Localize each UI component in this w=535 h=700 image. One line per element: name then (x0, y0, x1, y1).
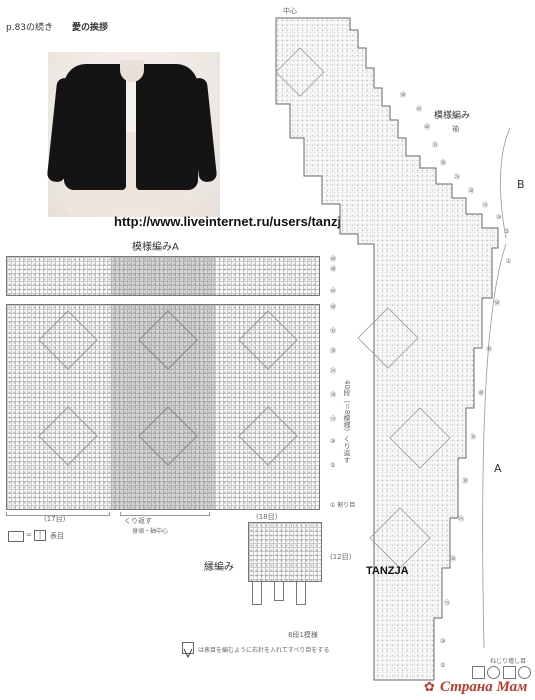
scallop-tab (274, 582, 284, 601)
brand-name: Страна Мам (440, 679, 528, 695)
twist-increase-note: ねじり増し目 (490, 658, 527, 665)
jacket-neckline (120, 60, 144, 82)
right-stepped-chart (275, 17, 510, 681)
repeat-side-note: 40段（＝8模様）くり返す (343, 380, 351, 464)
edge-chart-stitches (249, 523, 321, 581)
right-chart-title: 模様編み (434, 111, 471, 121)
row-marker: ㉕ (454, 174, 461, 181)
chart-a-repeat-count: (17目) (44, 515, 66, 523)
row-marker: ㊿ (494, 300, 501, 307)
chart-a-center-note: 身頃・袖中心 (132, 528, 169, 535)
legend-box (472, 666, 485, 679)
chart-a-repeat-note: くり返す (124, 517, 152, 525)
legend-box (503, 666, 516, 679)
row-marker: ⑩ (440, 638, 446, 645)
edge-chart-height: (12目) (330, 553, 352, 561)
legend-equals: = (26, 531, 32, 539)
twist-increase-icon (518, 666, 531, 679)
jacket-right-panel (136, 64, 198, 190)
section-label-b: B (517, 178, 525, 191)
row-marker: ㊽ (330, 266, 337, 273)
chart-a-top-band (6, 256, 320, 296)
chart-a-title: 模様編みA (132, 242, 179, 253)
chart-a-bracket (6, 512, 110, 516)
twist-increase-legend (472, 666, 531, 679)
legend-knit-symbol: | (34, 530, 46, 541)
chart-a-top-stitches (7, 257, 319, 295)
scallop-tab (296, 582, 306, 605)
page-reference: p.83の続き (6, 23, 54, 33)
row-marker: ⑩ (330, 438, 336, 445)
legend-empty-box (8, 531, 24, 542)
row-marker: ㊵ (478, 390, 485, 397)
row-marker: ㉚ (330, 348, 337, 355)
chart-a-main-grid (6, 304, 320, 510)
pattern-title: 愛の挨拶 (72, 23, 109, 33)
row-marker: ㉟ (432, 142, 439, 149)
garment-photo (46, 52, 220, 217)
right-chart-center-label: 中心 (283, 7, 297, 15)
row-marker: ⑳ (330, 392, 337, 399)
row-marker: ㊺ (416, 106, 423, 113)
source-url[interactable]: http://www.liveinternet.ru/users/tanzja/ (114, 214, 352, 229)
row-marker: ㉕ (330, 368, 337, 375)
row-marker: ㊾ (330, 256, 337, 263)
row-marker: ㉕ (458, 516, 465, 523)
row-marker: ⑮ (444, 600, 451, 607)
section-label-a: A (494, 462, 502, 475)
row-marker: ㊵ (330, 304, 337, 311)
row-marker: ① (506, 258, 512, 265)
edge-scallops (252, 582, 318, 608)
row-marker: ㊺ (486, 346, 493, 353)
slip-stitch-symbol (182, 642, 194, 659)
row-marker: ⑮ (330, 416, 337, 423)
legend-knit-label: 表目 (50, 532, 64, 540)
edge-chart-repeat-note: 8段1模様 (288, 631, 318, 639)
twist-increase-icon (487, 666, 500, 679)
tanzja-watermark: TANZJA (366, 565, 409, 577)
row-marker: ⑮ (482, 202, 489, 209)
slip-stitch-note: は表目を編むように右針を入れてすべり目をする (198, 647, 330, 654)
edge-chart-grid (248, 522, 322, 582)
row-marker: ㊺ (330, 288, 337, 295)
row-marker: ⑤ (440, 662, 446, 669)
right-chart-sub-label: 袖 (452, 125, 459, 133)
row-marker: ㊿ (400, 92, 407, 99)
row-marker: ㉚ (462, 478, 469, 485)
scallop-tab (252, 582, 262, 605)
brand-logo[interactable]: ✿ Страна Мам (424, 678, 534, 700)
row-marker: ㉚ (440, 160, 447, 167)
row-marker: ⑤ (504, 228, 510, 235)
edge-chart-title: 縁編み (204, 562, 234, 573)
chart-a-bracket (120, 512, 210, 516)
row-marker: ㉟ (330, 328, 337, 335)
chart-a-stitches (7, 305, 319, 509)
row-marker: ㊵ (424, 124, 431, 131)
row-start-note: ① 割り目 (330, 502, 356, 509)
brand-flower-icon: ✿ (424, 680, 435, 695)
row-marker: ⑳ (468, 188, 475, 195)
row-marker: ⑩ (496, 214, 502, 221)
row-marker: ㉟ (470, 434, 477, 441)
row-marker: ⑳ (450, 556, 457, 563)
edge-chart-width: (18目) (256, 513, 278, 521)
row-marker: ⑤ (330, 462, 336, 469)
